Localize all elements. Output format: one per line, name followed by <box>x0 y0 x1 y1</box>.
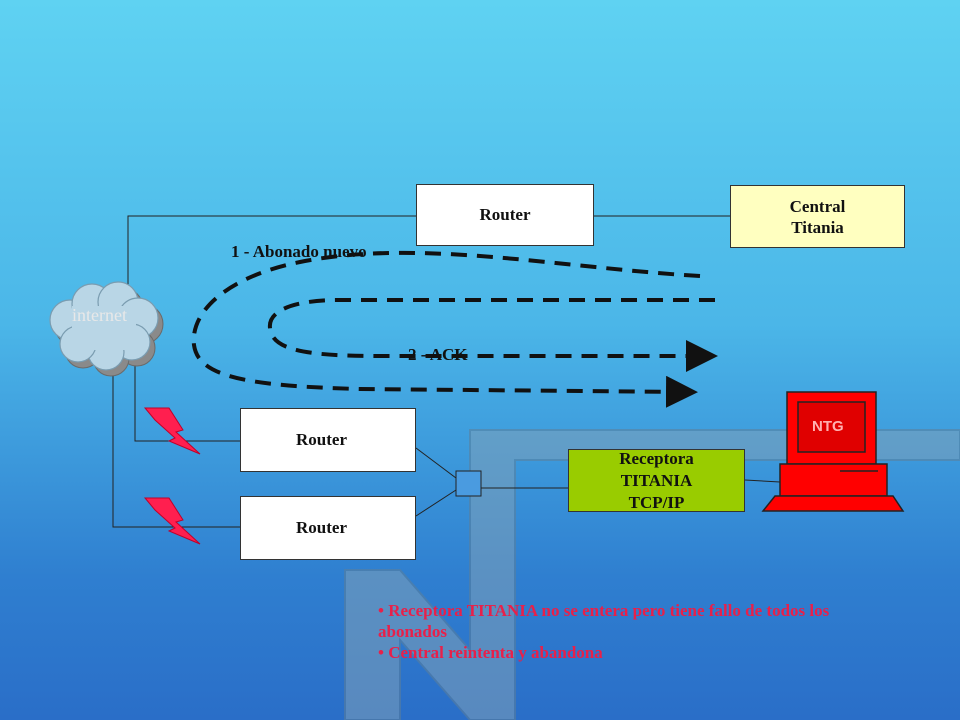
note-item: Central reintenta y abandona <box>378 642 888 663</box>
central-line1: Central <box>789 196 846 216</box>
router-bottom[interactable]: Router <box>240 496 416 560</box>
receptora-titania-box[interactable]: Receptora TITANIA TCP/IP <box>568 449 745 512</box>
ack-arrow <box>267 298 718 372</box>
computer-icon <box>761 391 905 512</box>
internet-label: internet <box>72 305 127 325</box>
receptora-line1: Receptora <box>619 448 694 468</box>
abonado-nuevo-label: 1 - Abonado nuevo <box>231 242 367 261</box>
central-line2: Titania <box>791 217 844 237</box>
router-top[interactable]: Router <box>416 184 594 246</box>
ntg-screen-label: NTG <box>812 418 844 435</box>
central-titania-box[interactable]: Central Titania <box>730 185 905 248</box>
router-middle[interactable]: Router <box>240 408 416 472</box>
ack-label: 2 - ACK <box>408 345 468 364</box>
connection-lines <box>112 215 781 528</box>
receptora-line3: TCP/IP <box>628 492 685 512</box>
message-arrows <box>191 250 718 408</box>
notes-list: Receptora TITANIA no se entera pero tien… <box>378 600 888 663</box>
router-bottom-label: Router <box>296 518 347 537</box>
router-middle-label: Router <box>296 430 347 449</box>
cloud-icon <box>49 281 164 377</box>
lightning-bolt-icon <box>143 497 201 545</box>
note-item: Receptora TITANIA no se entera pero tien… <box>378 600 888 642</box>
abonado-arrow <box>191 250 701 408</box>
lightning-bolt-icon <box>143 407 201 455</box>
receptora-line2: TITANIA <box>620 470 693 490</box>
router-top-label: Router <box>479 205 531 224</box>
